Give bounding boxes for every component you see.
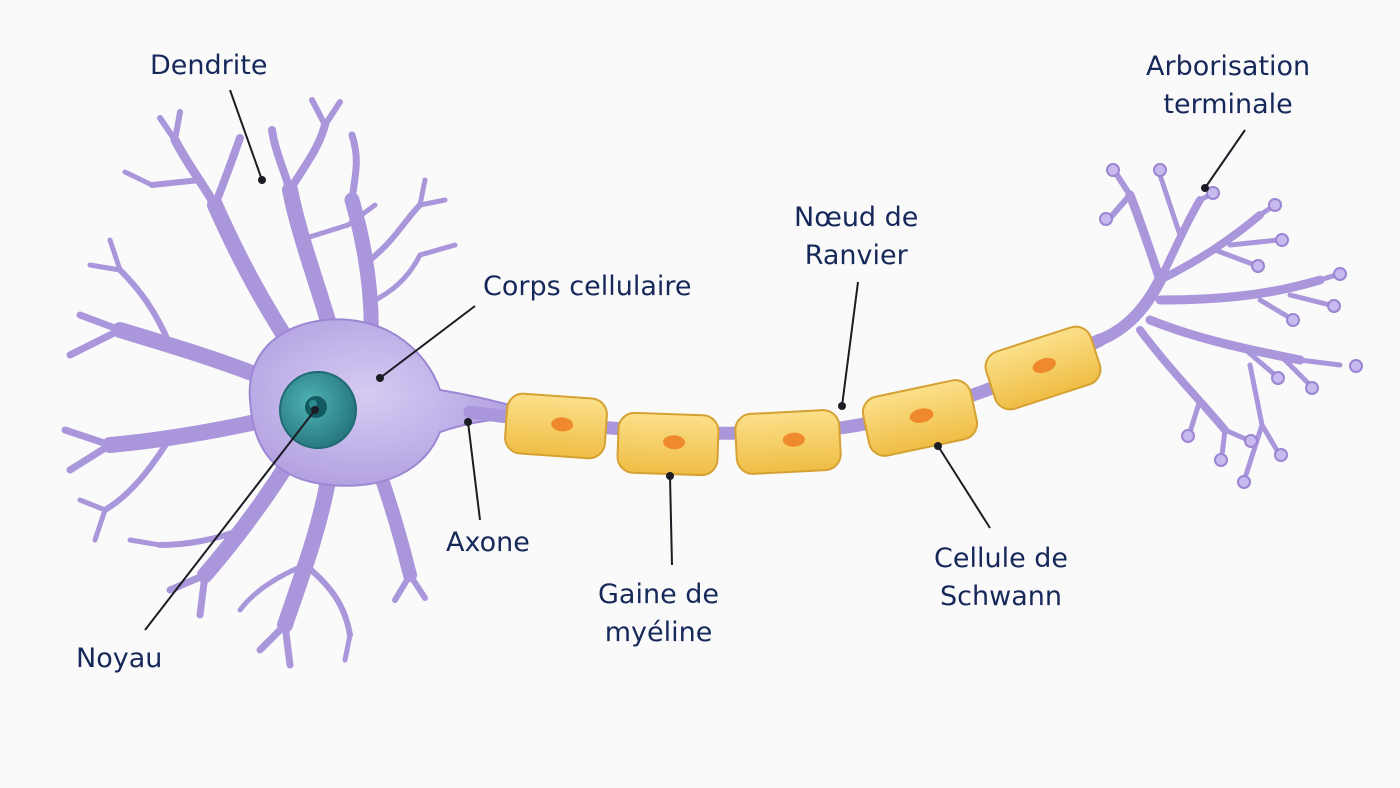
leader-terminal xyxy=(1204,129,1246,189)
label-schwann-cell: Cellule de Schwann xyxy=(934,543,1069,612)
leader-myelin xyxy=(669,475,673,566)
dendrites xyxy=(61,97,458,669)
leader-ranvier xyxy=(841,281,859,407)
label-node-of-ranvier: Nœud de Ranvier xyxy=(794,202,919,271)
leader-cell-body xyxy=(379,305,476,379)
leader-axon xyxy=(467,421,481,521)
myelin-sheath xyxy=(504,325,1102,477)
leader-dendrite xyxy=(229,89,263,181)
schwann-cell xyxy=(616,411,720,477)
schwann-cell xyxy=(984,325,1102,411)
schwann-cell xyxy=(861,379,979,457)
schwann-cell xyxy=(504,392,608,460)
label-nucleus: Noyau xyxy=(76,643,163,674)
label-axon: Axone xyxy=(446,527,530,558)
terminal-buttons xyxy=(1099,163,1363,489)
leader-nucleus xyxy=(144,409,316,631)
leader-schwann xyxy=(937,445,991,529)
schwann-cell xyxy=(734,409,842,475)
label-terminal-arborization: Arborisation terminale xyxy=(1146,51,1311,120)
leader-lines xyxy=(144,89,1246,631)
terminal-arborization xyxy=(1094,169,1343,481)
label-myelin-sheath: Gaine de myéline xyxy=(598,579,720,648)
label-dendrite: Dendrite xyxy=(150,50,268,81)
leader-dots xyxy=(258,176,1209,480)
label-cell-body: Corps cellulaire xyxy=(483,271,692,302)
